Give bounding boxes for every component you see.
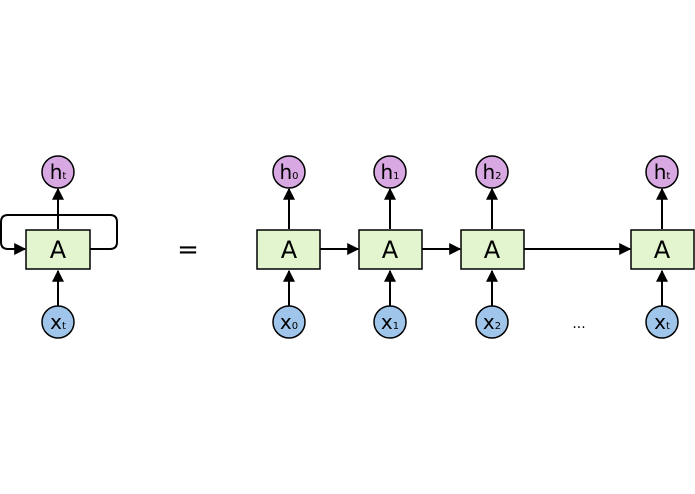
input-node-t [645,305,679,339]
output-label-1: h1 [380,160,399,184]
input-label-1: x1 [381,310,399,334]
ellipsis: ... [572,316,585,332]
output-node-0 [272,155,306,189]
output-node-1 [373,155,407,189]
folded-cell [25,229,91,270]
output-label-0: h0 [279,160,298,184]
input-label-t: xt [654,310,670,334]
cell-2 [460,229,525,270]
cell-0-label: A [281,236,298,264]
cell-1-label: A [382,236,399,264]
folded-input-label: xt [50,310,66,334]
folded-rnn: A ht xt [0,155,118,339]
output-label-2: h2 [482,160,501,184]
cell-0 [256,229,321,270]
cell-t-label: A [654,236,671,264]
folded-input-node [41,305,75,339]
input-node-2 [475,305,509,339]
folded-output-label: ht [50,160,67,184]
output-node-2 [475,155,509,189]
cell-2-label: A [484,236,501,264]
folded-cell-label: A [50,236,67,264]
input-label-2: x2 [483,310,501,334]
output-label-t: ht [654,160,671,184]
equals-sign: = [177,235,199,265]
step-t: A ht xt [630,155,695,339]
unrolled-rnn: A h0 x0 A h1 x1 A h2 x2 [256,155,695,339]
step-1: A h1 x1 [358,155,423,339]
input-node-1 [373,305,407,339]
input-label-0: x0 [280,310,298,334]
cell-t [630,229,695,270]
folded-output-node [41,155,75,189]
cell-1 [358,229,423,270]
output-node-t [645,155,679,189]
step-2: A h2 x2 [460,155,525,339]
input-node-0 [272,305,306,339]
step-0: A h0 x0 [256,155,321,339]
